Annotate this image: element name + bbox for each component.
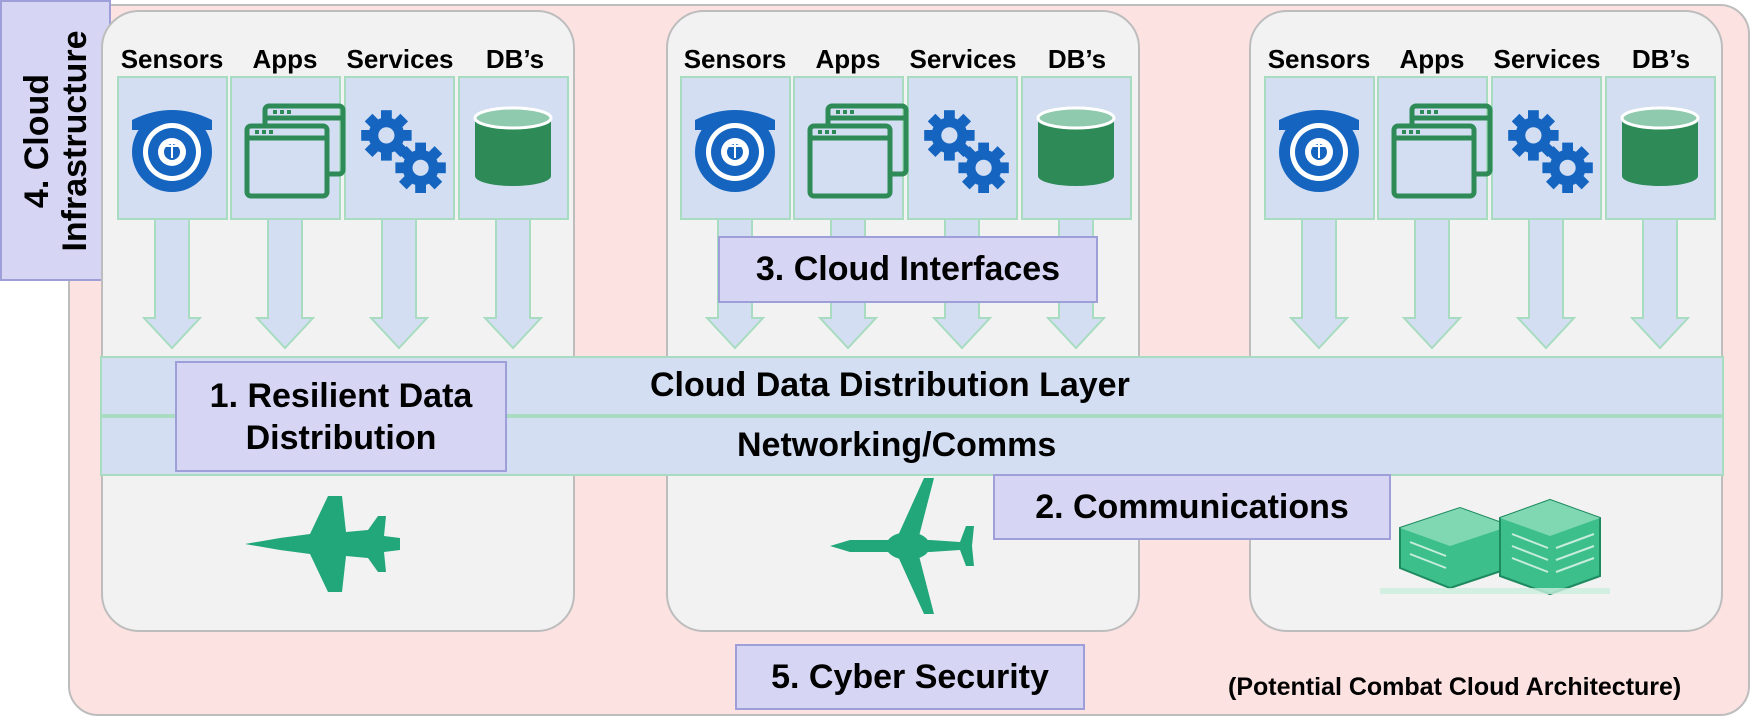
dbs-column bbox=[1021, 76, 1132, 220]
sensors-column bbox=[117, 76, 228, 220]
arrow-down bbox=[143, 217, 201, 349]
header-apps: Apps bbox=[252, 44, 318, 74]
cyber-security-label: 5. Cyber Security bbox=[771, 657, 1049, 696]
services-column bbox=[1491, 76, 1602, 220]
header-dbs: DB’s bbox=[1631, 44, 1691, 74]
networking-layer-label: Networking/Comms bbox=[737, 426, 1057, 464]
sensors-column bbox=[1264, 76, 1375, 220]
header-services: Services bbox=[909, 44, 1017, 74]
arrow-down bbox=[1631, 217, 1689, 349]
header-services: Services bbox=[346, 44, 454, 74]
dbs-column bbox=[1605, 76, 1716, 220]
apps-column bbox=[230, 76, 341, 220]
architecture-caption: (Potential Combat Cloud Architecture) bbox=[1228, 673, 1682, 701]
apps-column bbox=[793, 76, 904, 220]
services-column bbox=[344, 76, 455, 220]
header-apps: Apps bbox=[1399, 44, 1465, 74]
header-apps: Apps bbox=[815, 44, 881, 74]
arrow-down bbox=[484, 217, 542, 349]
arrow-down bbox=[1403, 217, 1461, 349]
dbs-column bbox=[458, 76, 569, 220]
arrow-down bbox=[1290, 217, 1348, 349]
communications-tag: 2. Communications bbox=[993, 474, 1391, 540]
header-services: Services bbox=[1493, 44, 1601, 74]
arrow-down bbox=[256, 217, 314, 349]
resilient-line-2: Distribution bbox=[245, 418, 437, 457]
header-sensors: Sensors bbox=[683, 44, 787, 74]
cyber-security-tag: 5. Cyber Security bbox=[735, 644, 1085, 710]
resilient-line-1: 1. Resilient Data bbox=[209, 376, 473, 415]
cloud-interfaces-tag: 3. Cloud Interfaces bbox=[718, 236, 1098, 303]
communications-label: 2. Communications bbox=[1035, 487, 1349, 526]
header-dbs: DB’s bbox=[485, 44, 545, 74]
arrow-down bbox=[1517, 217, 1575, 349]
services-column bbox=[907, 76, 1018, 220]
apps-column bbox=[1377, 76, 1488, 220]
distribution-layer-label: Cloud Data Distribution Layer bbox=[650, 366, 1130, 404]
resilient-data-distribution-tag: 1. Resilient Data Distribution bbox=[175, 361, 507, 472]
sensors-column bbox=[680, 76, 791, 220]
header-sensors: Sensors bbox=[1267, 44, 1371, 74]
header-dbs: DB’s bbox=[1047, 44, 1107, 74]
header-sensors: Sensors bbox=[120, 44, 224, 74]
arrow-down bbox=[370, 217, 428, 349]
cloud-interfaces-label: 3. Cloud Interfaces bbox=[755, 250, 1061, 288]
